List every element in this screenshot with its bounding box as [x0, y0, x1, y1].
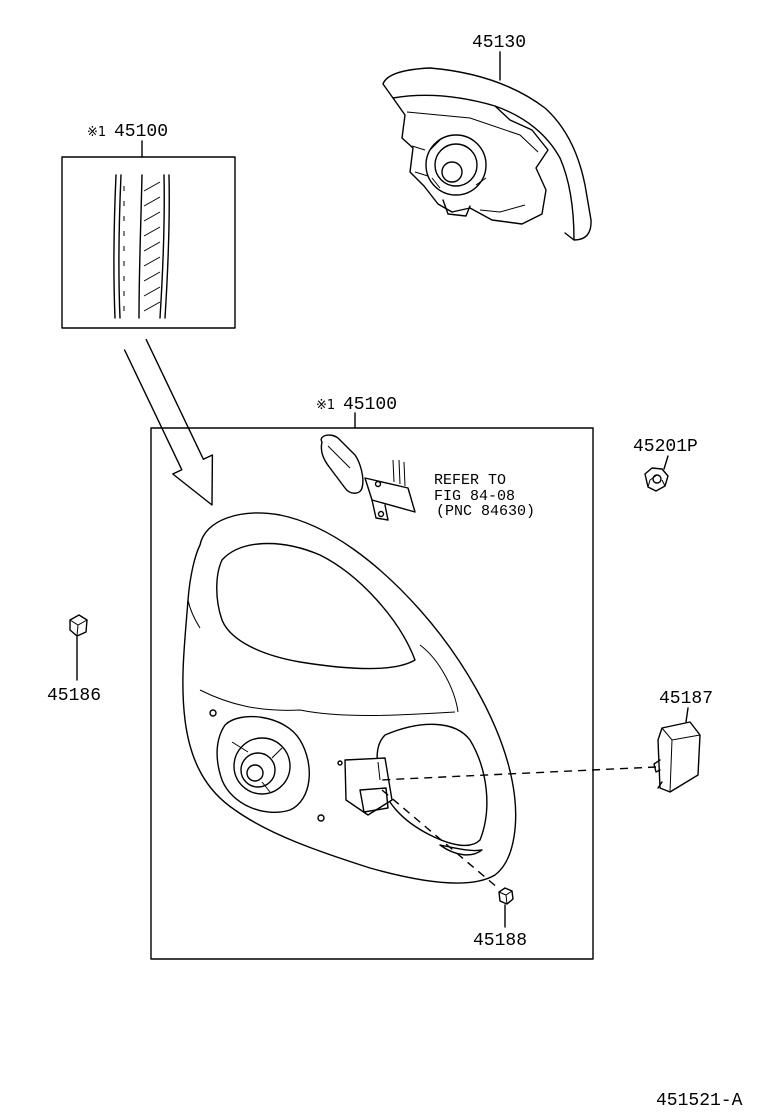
airbag-pad-cover — [382, 67, 592, 241]
switch-mount-hole — [377, 510, 385, 518]
braid-hatching — [123, 181, 161, 312]
clip-body — [69, 614, 88, 637]
braid-hatch-line — [143, 271, 161, 282]
reference-note-line-3: (PNC 84630) — [436, 503, 535, 520]
braid-hatch-line — [143, 196, 161, 207]
airbag-pad-hub-ring-middle — [434, 143, 478, 187]
clip-edges — [69, 619, 88, 637]
nut-drawing — [644, 467, 669, 492]
switch-assembly-drawing — [320, 434, 416, 521]
inset-detail-frame — [61, 156, 236, 329]
airbag-pad-hub-ring-inner — [441, 161, 463, 183]
switch-wires — [392, 459, 406, 487]
callout-45188: 45188 — [473, 931, 527, 951]
switch-paddle-ridge — [327, 445, 351, 469]
braid-hatch-line — [143, 226, 161, 237]
steering-wheel-drawing — [182, 512, 517, 884]
steering-wheel-hub-ribs — [231, 741, 283, 793]
steering-wheel-lower-bracket — [344, 757, 393, 816]
braid-left-edge-inner — [118, 174, 122, 319]
callout-45201P: 45201P — [633, 437, 698, 457]
callout-45130: 45130 — [472, 33, 526, 53]
leader-45187 — [685, 707, 689, 723]
switch-mount-tab — [371, 499, 389, 521]
steering-wheel-upper-opening — [216, 542, 416, 670]
braid-hatch-line — [143, 241, 161, 252]
braided-rim-detail — [113, 174, 170, 319]
callout-wheel-45100: 45100 — [343, 395, 397, 415]
screw-facets — [498, 890, 513, 905]
steering-wheel-frame — [150, 427, 594, 960]
clip-drawing — [69, 614, 88, 637]
airbag-pad-mount-tab — [442, 199, 471, 217]
cover-drawing — [653, 721, 701, 793]
airbag-pad-hub-ring-outer — [425, 134, 487, 196]
cover-edges — [661, 727, 701, 793]
figure-id: 451521-A — [656, 1091, 743, 1111]
steering-wheel-rim-crease — [187, 599, 201, 629]
switch-paddle — [320, 434, 364, 494]
steering-wheel-hub-ring — [233, 737, 291, 795]
cover-clips — [653, 759, 663, 789]
steering-wheel-hub-center — [246, 764, 264, 782]
braid-hatch-line — [143, 301, 161, 312]
reference-note-line-2: FIG 84-08 — [434, 488, 515, 505]
switch-body — [364, 477, 416, 513]
steering-wheel-bracket-slot — [377, 761, 381, 781]
steering-wheel-spoke-line — [199, 689, 456, 716]
assembly-line-45188 — [381, 789, 499, 889]
steering-wheel-rim-outer — [182, 512, 517, 884]
steering-wheel-bracket-pocket — [359, 787, 389, 813]
callout-inset-45100: 45100 — [114, 122, 168, 142]
switch-screw — [374, 480, 382, 488]
nut-facets — [647, 474, 666, 488]
steering-wheel-spoke-edge — [419, 644, 459, 713]
cover-body — [657, 721, 701, 793]
steering-wheel-screw-left — [209, 709, 217, 717]
airbag-pad-drawing — [382, 67, 592, 241]
callout-45186: 45186 — [47, 686, 101, 706]
airbag-pad-rib-lower — [411, 145, 526, 213]
steering-wheel-hub-boss — [216, 715, 310, 814]
assembly-line-45187 — [379, 766, 657, 781]
braid-right-edge — [159, 174, 165, 319]
callout-45187: 45187 — [659, 689, 713, 709]
airbag-pad-housing — [392, 97, 549, 225]
steering-wheel-right-opening — [376, 723, 488, 847]
airbag-pad-connector-lines — [429, 139, 487, 189]
braid-hatch-line — [143, 211, 161, 222]
braid-hatch-line — [143, 256, 161, 267]
braid-center-seam — [138, 174, 143, 319]
reference-note-line-1: REFER TO — [434, 472, 506, 489]
airbag-pad-rib-upper — [406, 111, 539, 153]
wheel-note-mark: ※1 — [316, 398, 335, 413]
braid-right-edge-outer — [164, 174, 170, 319]
steering-wheel-screw-bottom — [317, 814, 325, 822]
braid-hatch-line — [143, 181, 161, 192]
detail-pointer-arrow — [123, 338, 214, 506]
steering-wheel-hub-bore — [240, 752, 276, 788]
steering-wheel-lower-trim — [439, 844, 483, 856]
braid-left-edge — [113, 174, 117, 319]
leader-45201P — [663, 455, 669, 470]
steering-wheel-screw-center — [337, 760, 343, 766]
screw-drawing — [498, 887, 514, 905]
braid-hatch-line — [143, 286, 161, 297]
nut-hex-body — [644, 467, 669, 492]
inset-note-mark: ※1 — [87, 125, 106, 140]
